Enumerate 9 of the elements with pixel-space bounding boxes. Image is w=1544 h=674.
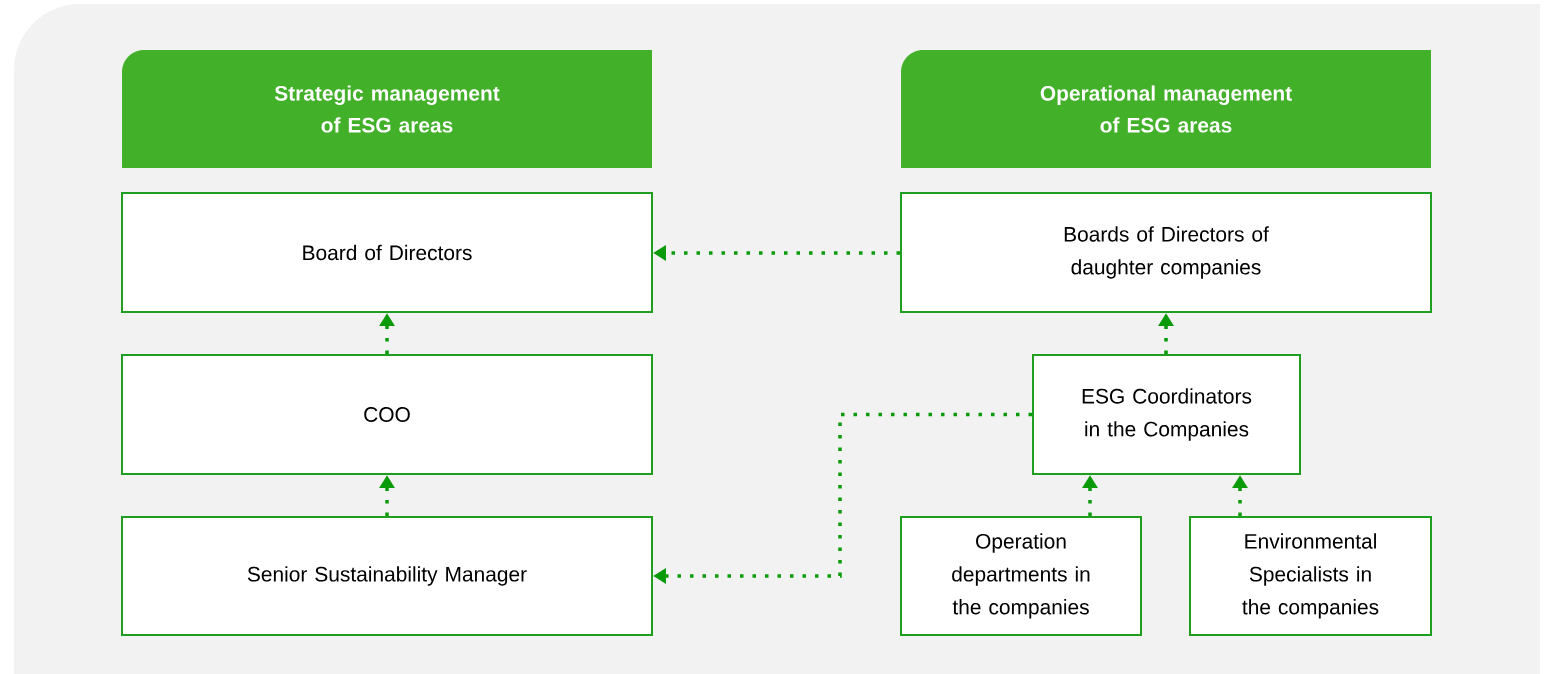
role-box: Board of Directors (121, 192, 653, 313)
column-header: Strategic management of ESG areas (122, 50, 652, 168)
role-box: ESG Coordinators in the Companies (1032, 354, 1301, 475)
role-box: Senior Sustainability Manager (121, 516, 653, 636)
role-box: Environmental Specialists in the companies (1189, 516, 1432, 636)
role-box: COO (121, 354, 653, 475)
role-box: Operation departments in the companies (900, 516, 1142, 636)
role-box: Boards of Directors of daughter companies (900, 192, 1432, 313)
column-header: Operational management of ESG areas (901, 50, 1431, 168)
